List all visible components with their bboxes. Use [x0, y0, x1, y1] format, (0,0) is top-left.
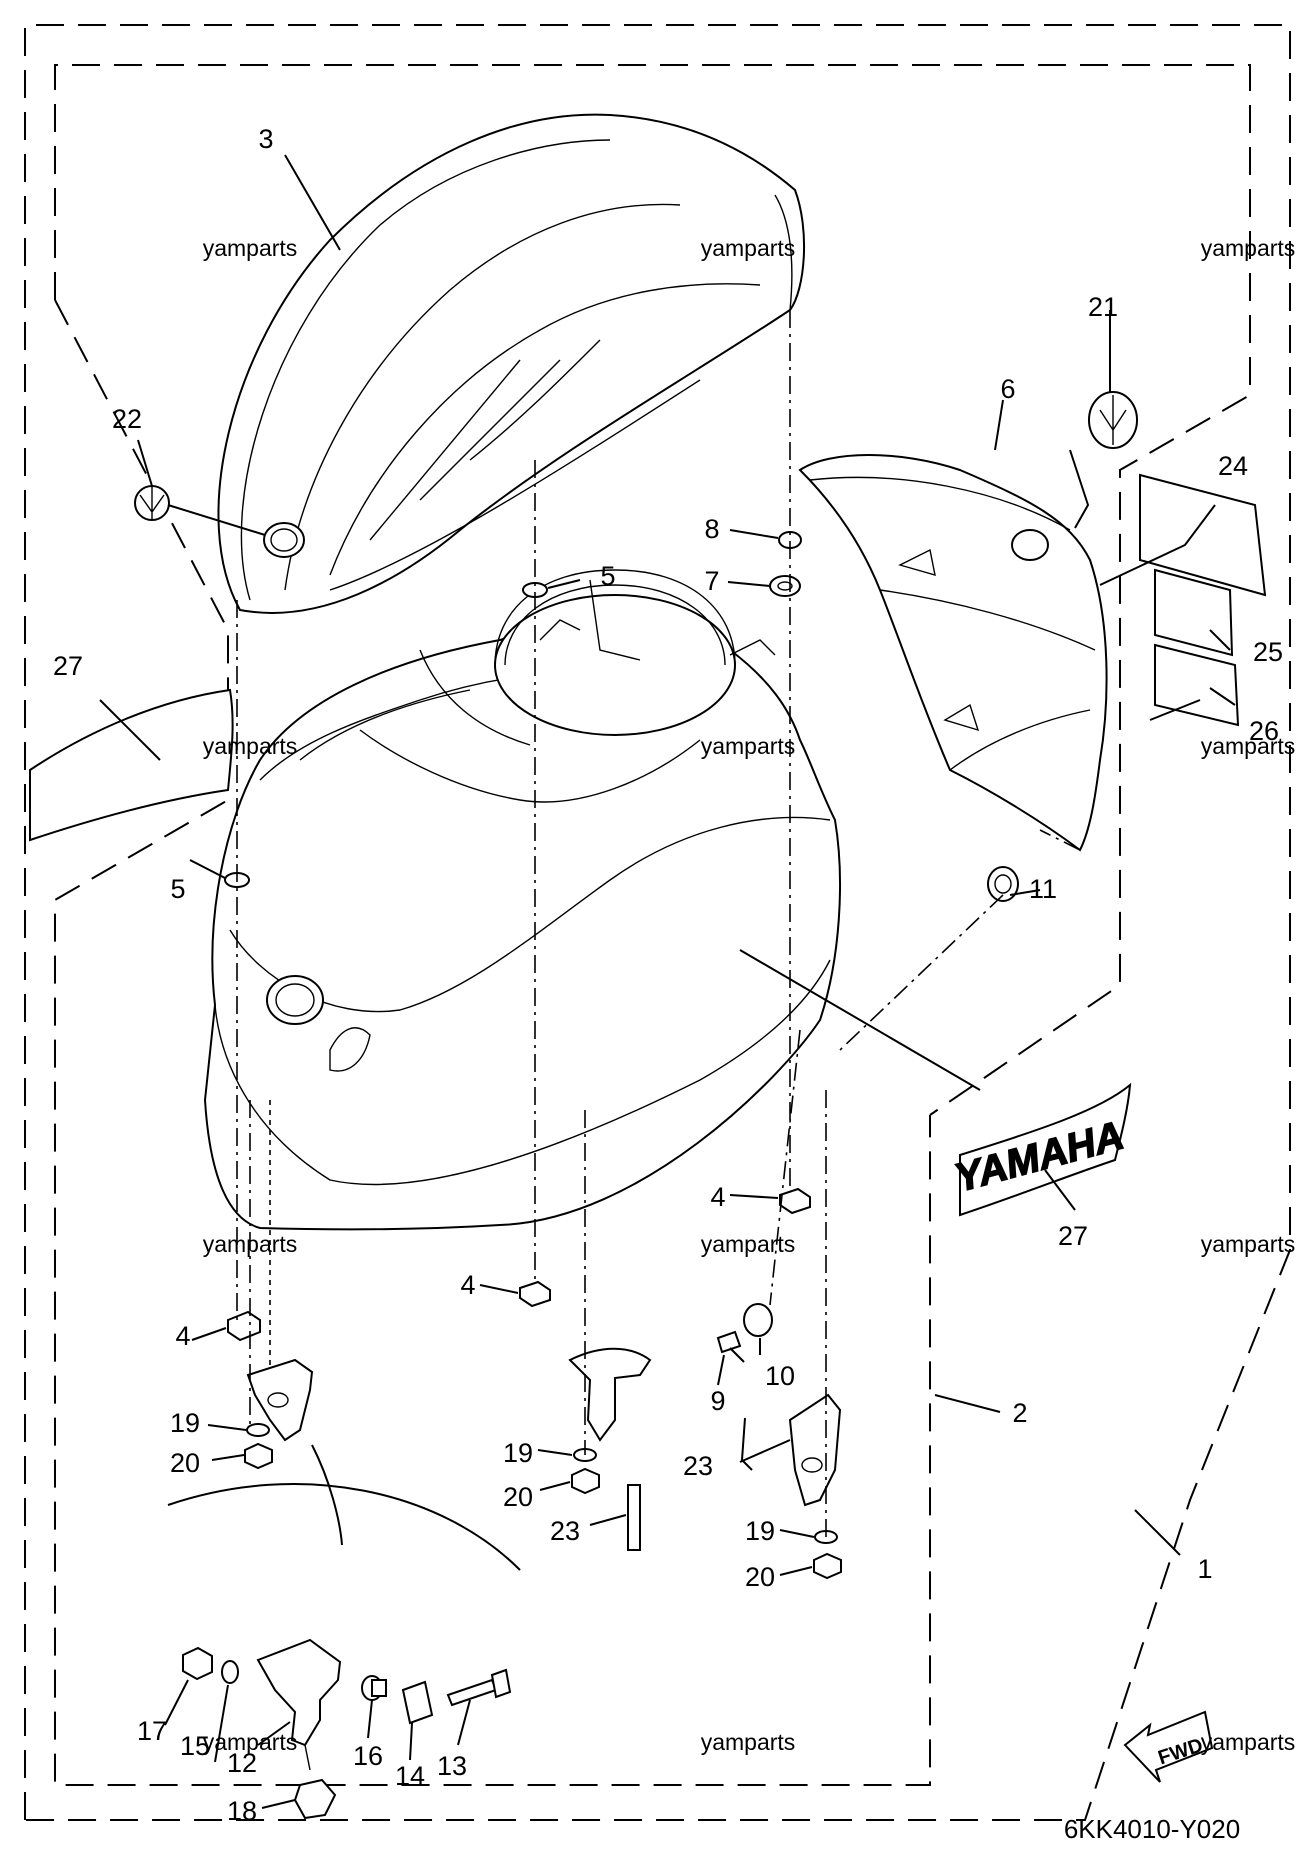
callout-19-right: 19	[745, 1516, 775, 1546]
nut-part-20-right	[813, 1552, 842, 1580]
decal-part-24	[1139, 473, 1267, 597]
collar-part-16	[361, 1675, 387, 1701]
watermark: yamparts	[1201, 235, 1296, 261]
callout-26: 26	[1249, 716, 1279, 746]
callout-21: 21	[1088, 292, 1118, 322]
callout-25: 25	[1253, 637, 1283, 667]
bolt-part-13	[446, 1668, 512, 1707]
watermark: yamparts	[1201, 1231, 1296, 1257]
callout-22: 22	[112, 404, 142, 434]
watermarks: yamparts yamparts yamparts yamparts yamp…	[203, 235, 1296, 1755]
nut-part-4-left	[227, 1310, 261, 1342]
callout-4-left: 4	[175, 1321, 190, 1351]
emblem-part-22	[134, 485, 170, 521]
pin-part-23-right	[740, 1417, 753, 1471]
watermark: yamparts	[701, 1231, 796, 1257]
callout-labels: 1 2 3 4 4 4 5 5 6 7 8 9 10 11 12 13 14 1…	[53, 124, 1283, 1826]
detail-view-boundary	[167, 1483, 521, 1571]
decal-part-26	[1154, 643, 1240, 727]
top-cowling-part-3	[217, 113, 806, 614]
leader-lines	[99, 154, 1236, 1809]
washer-part-15	[221, 1660, 239, 1684]
pin-part-23-center	[627, 1484, 641, 1551]
brand-decal-part-27: YAMAHA	[949, 1082, 1132, 1217]
left-panel-boundary	[54, 299, 931, 1786]
callout-16: 16	[353, 1741, 383, 1771]
callout-13: 13	[437, 1751, 467, 1781]
callout-12: 12	[227, 1748, 257, 1778]
emblem-part-21	[1088, 391, 1138, 449]
latch-part-12-detail	[256, 1638, 342, 1771]
latch-part-12-right	[788, 1393, 842, 1507]
callout-11: 11	[1029, 874, 1057, 904]
assembly-1-boundary	[24, 24, 1291, 1821]
nut-part-17	[182, 1646, 213, 1681]
callout-6: 6	[1000, 374, 1015, 404]
callout-3: 3	[258, 124, 273, 154]
watermark: yamparts	[701, 235, 796, 261]
nut-part-4-center	[519, 1280, 551, 1308]
callout-10: 10	[765, 1361, 795, 1391]
watermark: yamparts	[701, 733, 796, 759]
nut-part-20-left	[244, 1442, 273, 1470]
side-panel-part-6	[798, 454, 1108, 852]
callout-17: 17	[137, 1716, 167, 1746]
callout-20-right: 20	[745, 1562, 775, 1592]
callout-5-top: 5	[600, 561, 615, 591]
grommet-part-7	[769, 575, 801, 597]
fwd-arrow-icon: FWD	[1123, 1710, 1214, 1783]
washer-part-10	[743, 1303, 773, 1337]
callout-23-right: 23	[683, 1451, 713, 1481]
callout-2: 2	[1012, 1398, 1027, 1428]
callout-4-center: 4	[460, 1270, 475, 1300]
grommet-part-11	[987, 866, 1019, 902]
callout-15: 15	[180, 1731, 210, 1761]
callout-24: 24	[1218, 451, 1248, 481]
screw-part-9	[716, 1330, 745, 1363]
watermark: yamparts	[1201, 1729, 1296, 1755]
watermark: yamparts	[203, 1231, 298, 1257]
callout-9: 9	[710, 1386, 725, 1416]
callout-5-left: 5	[170, 874, 185, 904]
callout-19-left: 19	[170, 1408, 200, 1438]
callout-18: 18	[227, 1796, 257, 1826]
washer-part-19-left	[246, 1423, 270, 1437]
callout-27-right: 27	[1058, 1221, 1088, 1251]
callout-7: 7	[704, 566, 719, 596]
detail-leader	[311, 1444, 343, 1546]
spacer-part-14	[401, 1680, 434, 1725]
callout-27-left: 27	[53, 651, 83, 681]
callout-20-center: 20	[503, 1482, 533, 1512]
watermark: yamparts	[1201, 733, 1296, 759]
callout-23-center: 23	[550, 1516, 580, 1546]
callout-1: 1	[1197, 1554, 1212, 1584]
watermark: yamparts	[203, 733, 298, 759]
watermark: yamparts	[203, 1729, 298, 1755]
watermark: yamparts	[701, 1729, 796, 1755]
latch-part-12-left	[246, 1358, 314, 1442]
decal-part-27-left	[29, 688, 234, 842]
assembly-center-lines	[236, 310, 1081, 1537]
callout-4-right: 4	[710, 1182, 725, 1212]
callout-14: 14	[395, 1761, 425, 1791]
diagram-code: 6KK4010-Y020	[1064, 1814, 1240, 1844]
nut-part-4-right	[779, 1187, 811, 1215]
top-cowling-boundary	[54, 64, 1251, 1116]
callout-20-left: 20	[170, 1448, 200, 1478]
latch-part-12-center	[568, 1347, 652, 1442]
watermark: yamparts	[203, 235, 298, 261]
callout-8: 8	[704, 514, 719, 544]
nut-part-20-center	[571, 1467, 600, 1495]
callout-19-center: 19	[503, 1438, 533, 1468]
bottom-cowling-part-2	[203, 569, 841, 1231]
